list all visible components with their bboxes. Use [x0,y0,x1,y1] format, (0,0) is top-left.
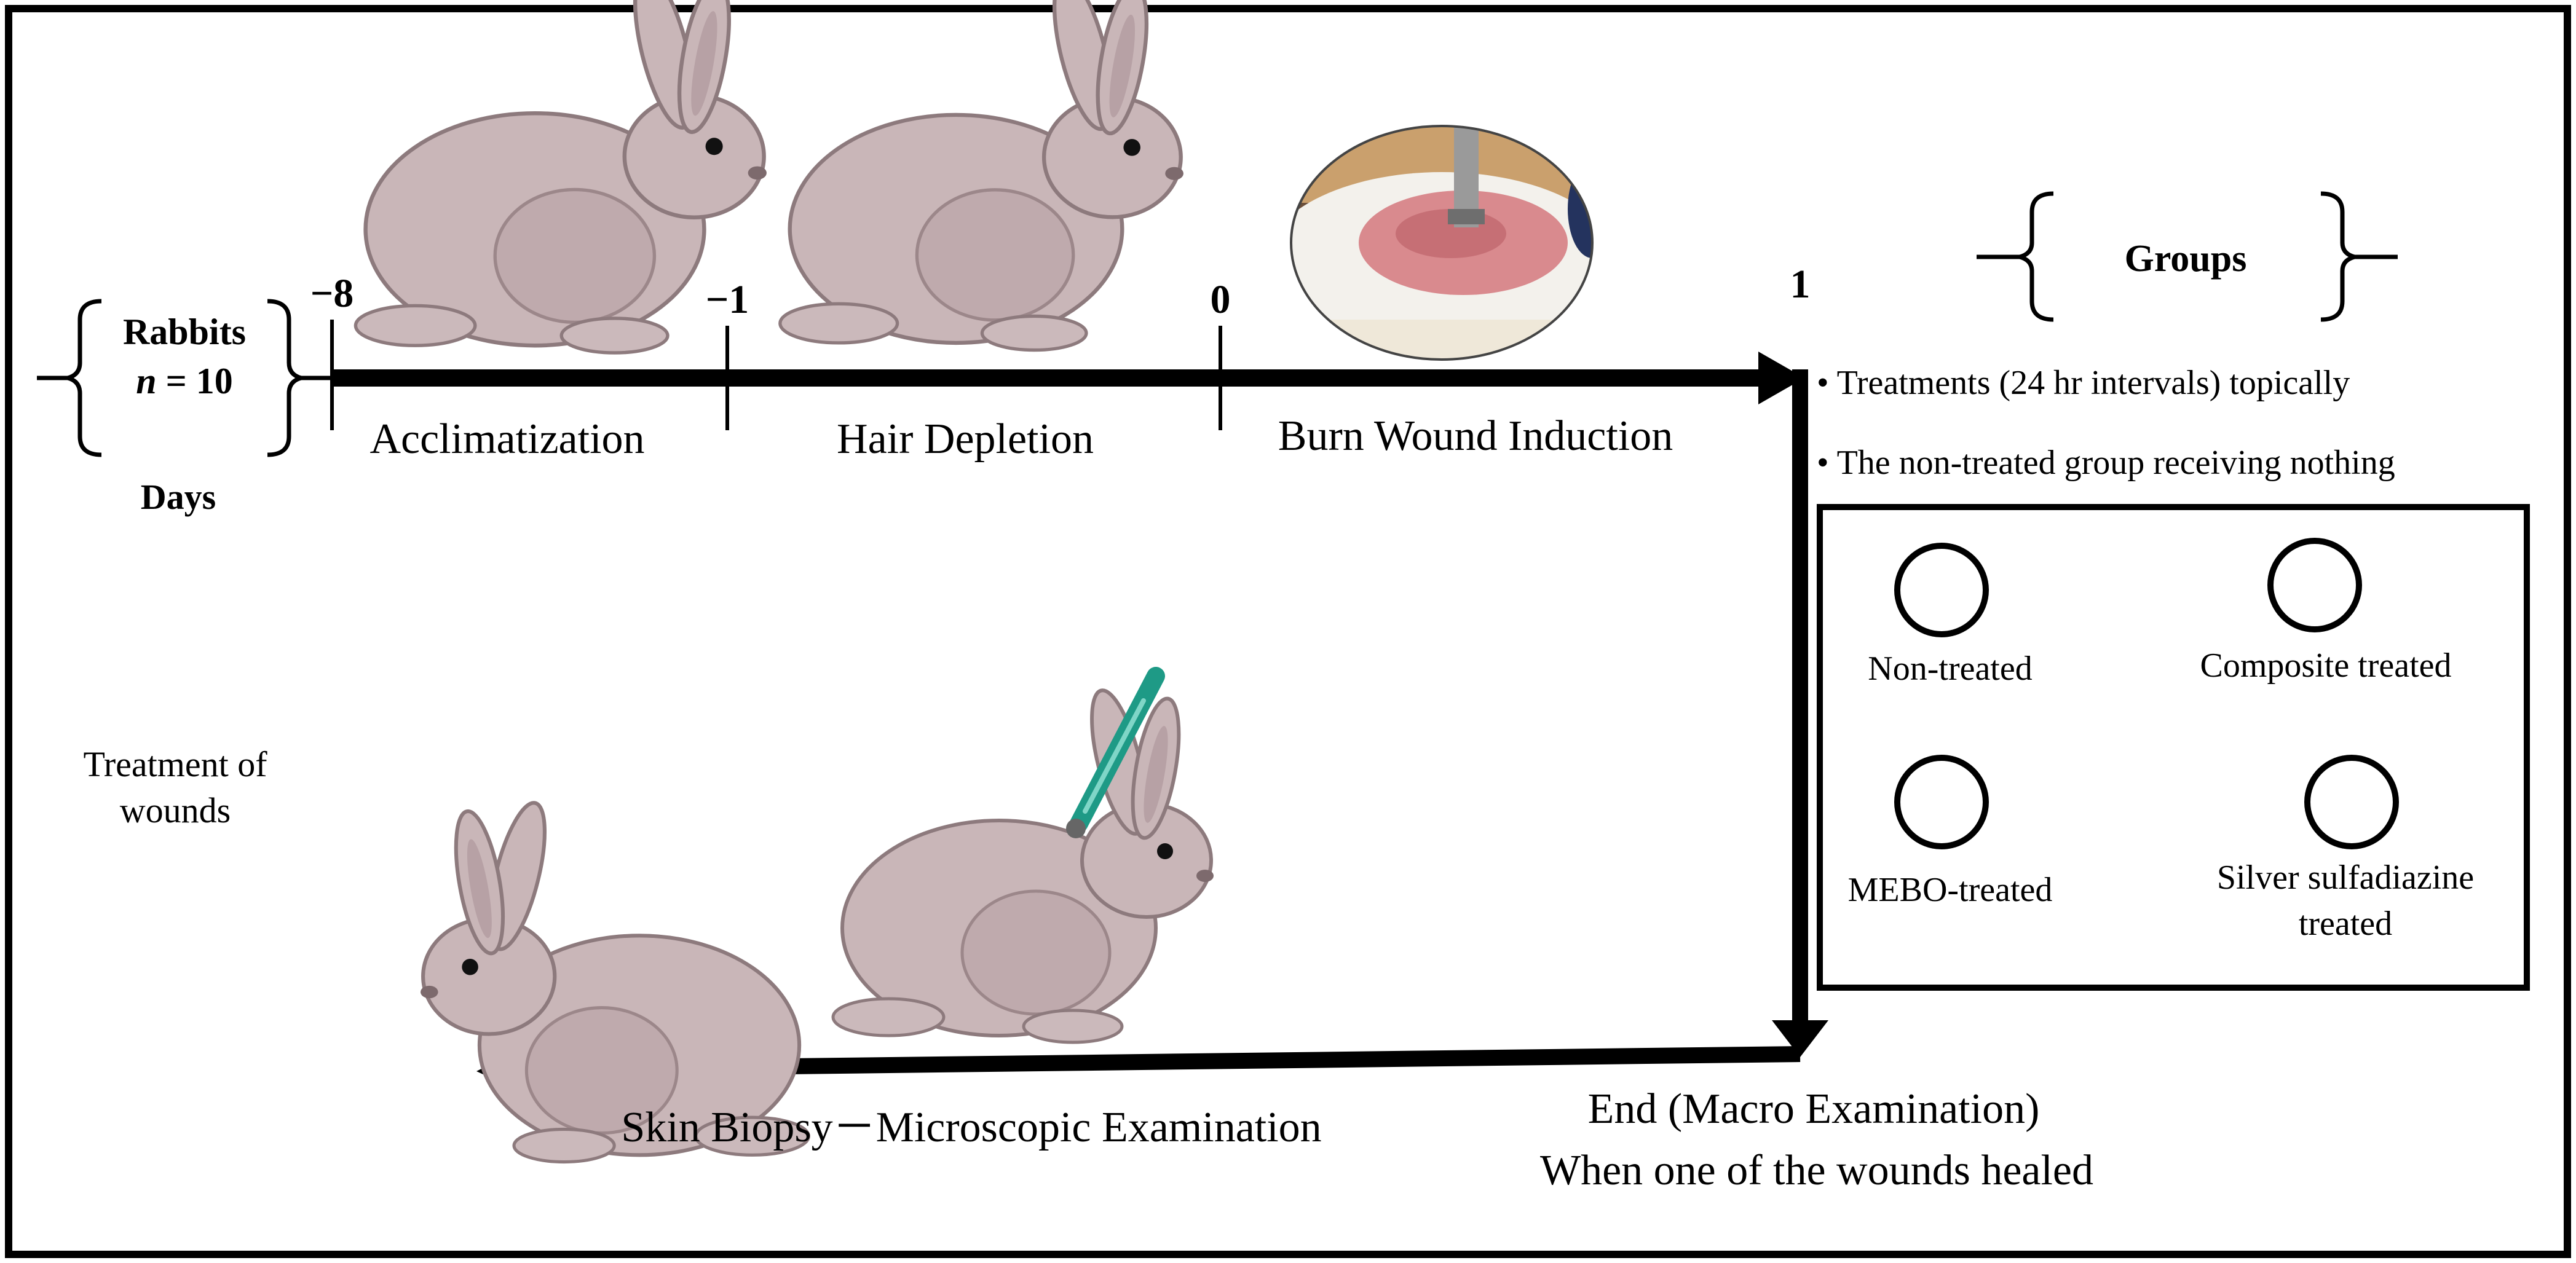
phase-acclimatization: Acclimatization [369,415,645,463]
group-circle-composite [2267,538,2362,632]
group-circle-non-treated [1894,543,1989,637]
group-label-silver-sulfadiazine-line2: treated [2298,905,2393,943]
group-label-non-treated: Non-treated [1868,650,2033,688]
group-circle-mebo [1894,755,1989,849]
days-axis-label: Days [140,477,216,517]
groups-box [1817,504,2530,991]
group-label-mebo: MEBO-treated [1847,871,2053,909]
rabbits-right-brace [267,299,302,457]
burn-induction-photo [1290,125,1594,361]
rabbits-count: n = 10 [136,363,233,399]
biopsy-punch-icon [1066,667,1165,838]
groups-right-brace [2320,191,2355,322]
treatment-label-line2: wounds [119,790,231,830]
rabbits-left-brace [66,299,102,457]
end-condition: When one of the wounds healed [1540,1147,2093,1194]
groups-note-non-treated: • The non-treated group receiving nothin… [1817,444,2395,482]
end-macro-examination: End (Macro Examination) [1587,1085,2040,1133]
n-value: = 10 [165,361,233,401]
tick-label-1: 1 [1790,262,1811,307]
groups-note-treatments: • Treatments (24 hr intervals) topically [1817,364,2350,402]
group-label-composite: Composite treated [2200,647,2452,685]
outer-frame [5,5,2571,1258]
rabbit-acclimatization-image [355,0,767,353]
phase-hair-depletion: Hair Depletion [837,415,1094,463]
phase-burn-induction: Burn Wound Induction [1278,412,1673,460]
rabbits-label: Rabbits [122,312,247,352]
group-circle-silver-sulfadiazine [2304,755,2399,849]
tick-label-minus1: −1 [705,277,749,322]
tick-label-minus8: −8 [310,271,354,316]
groups-left-brace [2019,191,2054,322]
n-symbol: n [136,361,157,401]
treatment-label-line1: Treatment of [83,744,267,784]
rabbit-hair-depletion-image [780,0,1183,350]
group-label-silver-sulfadiazine: Silver sulfadiazine [2216,859,2475,897]
rabbit-biopsy-image [833,685,1214,1042]
biopsy-label: Skin Biopsy－Microscopic Examination [621,1104,1322,1151]
groups-title: Groups [2124,238,2247,280]
tick-label-0: 0 [1210,277,1231,322]
